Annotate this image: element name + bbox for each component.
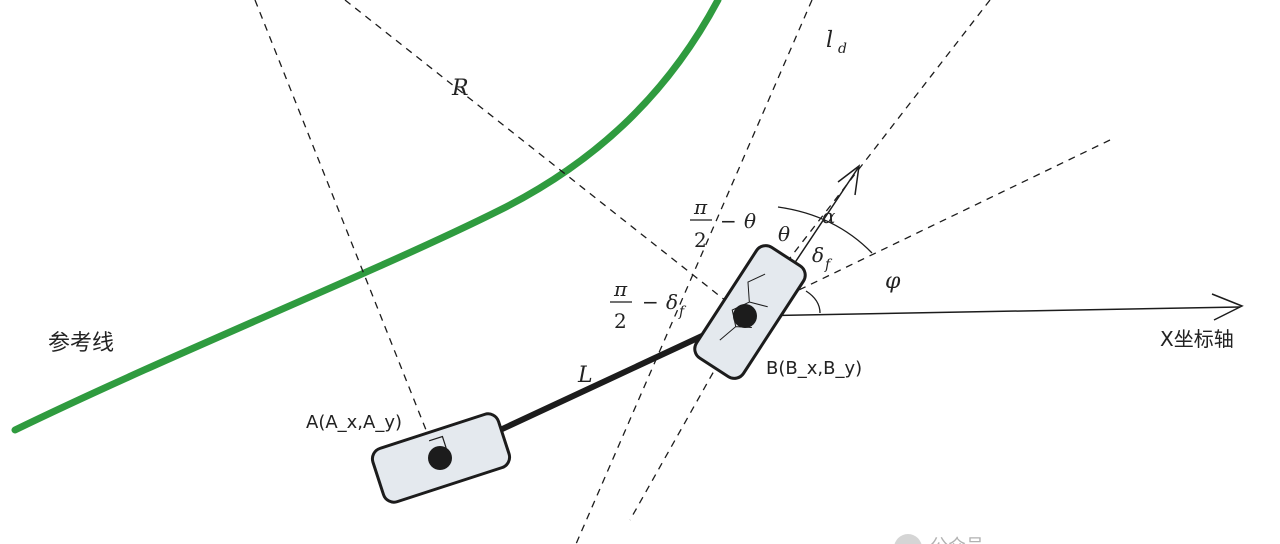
x-axis	[744, 293, 1244, 321]
point-a-label: A(A_x,A_y)	[306, 412, 402, 433]
dashed-line-radius	[344, 0, 746, 317]
lookahead-label: l d	[826, 28, 847, 57]
fraction-theta-symbol: θ	[744, 209, 756, 233]
delta-f-label-inner: δ f	[812, 243, 833, 273]
watermark: 公众号	[894, 534, 984, 544]
phi-arc	[805, 290, 821, 314]
fraction-theta-denominator: 2	[694, 228, 707, 252]
fraction-delta-minus: −	[642, 290, 659, 314]
reference-line-curve	[11, 0, 722, 434]
x-axis-arrowhead	[1211, 293, 1244, 321]
radius-label: R	[451, 76, 469, 101]
theta-label-inner: θ	[778, 222, 790, 246]
point-b-label: B(B_x,B_y)	[766, 358, 862, 379]
fraction-delta-subscript: f	[678, 304, 687, 320]
alpha-label: α	[822, 204, 836, 228]
lookahead-label-subscript: d	[838, 41, 847, 57]
fraction-theta-minus: −	[720, 209, 737, 233]
reference-line-label: 参考线	[48, 331, 114, 356]
fraction-delta-symbol: δ	[666, 290, 678, 314]
dashed-line-steering	[744, 139, 1111, 317]
heading-arrow-line	[789, 167, 859, 271]
delta-f-inner-subscript: f	[824, 257, 833, 273]
delta-f-inner-base: δ	[812, 243, 824, 267]
rear-axle-point	[428, 446, 452, 470]
fraction-theta-numerator: π	[693, 195, 708, 219]
x-axis-line	[744, 306, 1241, 317]
angle-arcs	[777, 206, 873, 314]
alpha-arc	[777, 206, 873, 254]
x-axis-label: X坐标轴	[1160, 327, 1234, 351]
fraction-pi-half-minus-delta: π 2 − δ f	[610, 277, 687, 333]
dashed-line-a-perpendicular	[254, 0, 431, 441]
dashed-line-lookahead	[575, 0, 813, 544]
heading-arrowhead	[837, 164, 860, 196]
watermark-logo-icon	[894, 534, 922, 544]
rear-wheel-right-angle-mark	[428, 435, 447, 449]
fraction-pi-half-minus-theta: π 2 − θ	[690, 195, 756, 252]
heading-arrow	[789, 164, 860, 271]
phi-label: φ	[885, 269, 901, 294]
front-axle-point	[733, 304, 757, 328]
construction-lines	[254, 0, 1111, 544]
fraction-delta-denominator: 2	[614, 309, 627, 333]
fraction-delta-numerator: π	[613, 277, 628, 301]
wheelbase-label: L	[577, 363, 593, 388]
lookahead-label-base: l	[826, 28, 833, 53]
watermark-text: 公众号	[930, 536, 984, 544]
dashed-line-heading-upper	[744, 0, 991, 317]
